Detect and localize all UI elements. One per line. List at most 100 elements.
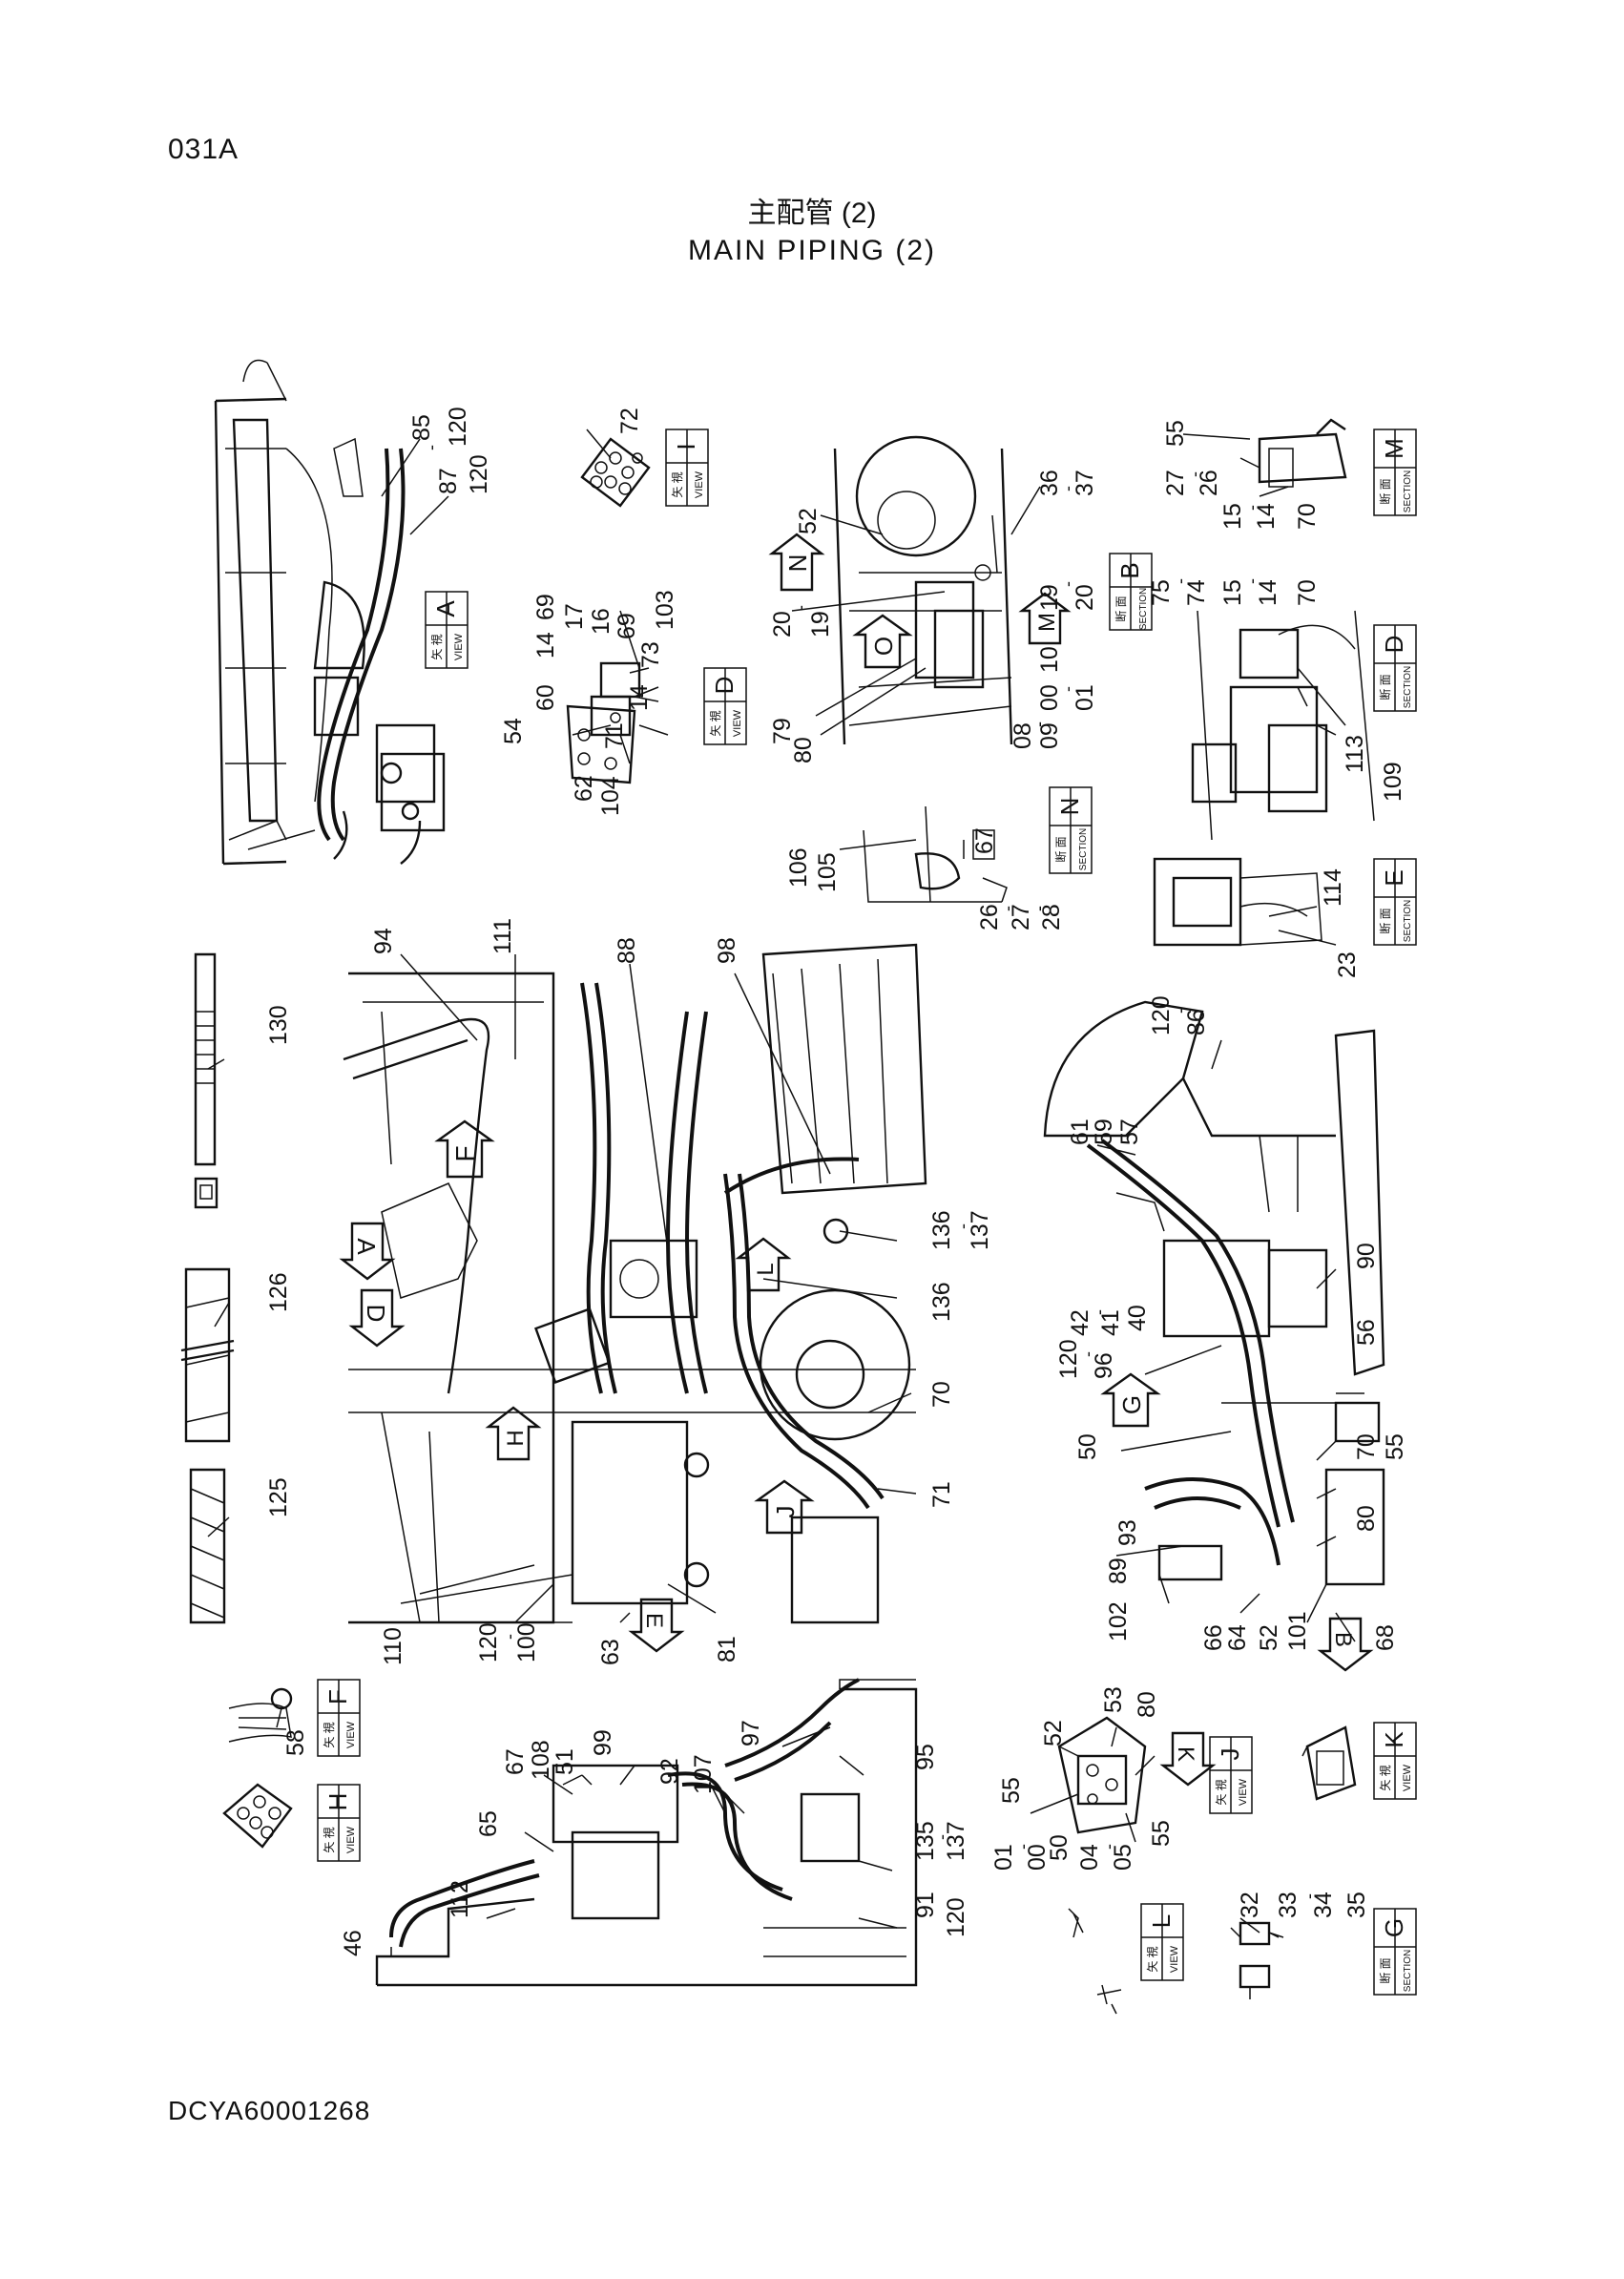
- part-label: 104: [597, 776, 624, 816]
- part-label: 35: [1343, 1892, 1370, 1918]
- svg-text:-: -: [998, 906, 1017, 911]
- svg-text:J: J: [771, 1506, 800, 1518]
- part-label: 58: [282, 1729, 309, 1756]
- part-label: 15: [1219, 503, 1246, 530]
- svg-text:VIEW: VIEW: [732, 709, 743, 737]
- part-label: 87: [435, 468, 462, 494]
- svg-text:矢 視: 矢 視: [322, 1722, 336, 1747]
- part-label: 55: [1162, 420, 1189, 447]
- part-label: 16: [588, 608, 614, 635]
- part-label: 67: [502, 1748, 529, 1775]
- part-label: 62: [571, 775, 597, 802]
- part-label: 88: [614, 937, 640, 964]
- part-label: 120: [1148, 995, 1175, 1035]
- section-b-drawing: [833, 435, 1013, 745]
- part-label: 72: [616, 408, 643, 434]
- document-id: DCYA60001268: [168, 2096, 371, 2125]
- part-label: 19: [807, 611, 834, 638]
- part-label: 92: [656, 1758, 683, 1785]
- part-label: 52: [1256, 1624, 1282, 1651]
- section-g-label: 断 面 SECTION G: [1373, 1908, 1417, 1996]
- svg-text:矢 視: 矢 視: [1145, 1946, 1159, 1972]
- svg-text:G: G: [1117, 1395, 1146, 1414]
- part-label: 37: [1072, 470, 1098, 496]
- svg-text:-: -: [1030, 906, 1049, 911]
- part-label: 135: [912, 1821, 939, 1861]
- part-label: 00: [1036, 684, 1063, 711]
- part-label: 34: [1310, 1892, 1337, 1918]
- svg-text:SECTION: SECTION: [1403, 900, 1413, 942]
- part-label: 80: [1353, 1505, 1380, 1532]
- svg-text:断 面: 断 面: [1053, 836, 1068, 862]
- view-k-label: 矢 視 VIEW K: [1373, 1722, 1417, 1800]
- part-label: 81: [714, 1636, 740, 1662]
- part-label: 53: [1100, 1686, 1127, 1713]
- part-label: 66: [1200, 1624, 1227, 1651]
- part-label: 14: [532, 632, 559, 659]
- view-d-label: 矢 視 VIEW D: [703, 667, 747, 745]
- part-label: 41: [1097, 1309, 1124, 1336]
- svg-text:矢 視: 矢 視: [1378, 1765, 1392, 1790]
- view-l-label: 矢 視 VIEW L: [1140, 1903, 1184, 1981]
- part-label: 80: [790, 737, 817, 763]
- svg-text:矢 視: 矢 視: [429, 634, 444, 659]
- view-d-drawing: [566, 661, 669, 784]
- part-label: 94: [370, 928, 397, 954]
- view-a-drawing: [214, 359, 446, 866]
- part-label: 71: [928, 1481, 955, 1508]
- section-m-label: 断 面 SECTION M: [1373, 429, 1417, 516]
- bottom-machine-view: [375, 1678, 918, 1987]
- svg-text:M: M: [1034, 613, 1060, 632]
- section-d-label: 断 面 SECTION D: [1373, 624, 1417, 712]
- part-number-labels: 85 120 87 120 - - 72 52 36 37 - 20 19 - …: [265, 407, 1408, 1956]
- part-label: 64: [1224, 1624, 1251, 1651]
- part-label: 96: [1091, 1352, 1117, 1379]
- svg-text:-: -: [1058, 581, 1077, 587]
- view-j-label: 矢 視 VIEW J: [1209, 1736, 1253, 1814]
- view-arrow-l: L: [735, 1237, 792, 1292]
- part-label: 04: [1076, 1844, 1103, 1871]
- part-label: 55: [1148, 1820, 1175, 1847]
- part-label: 69: [614, 613, 640, 639]
- part-label: 55: [1382, 1433, 1408, 1460]
- part-label: 01: [1072, 684, 1098, 711]
- part-label: 54: [500, 718, 527, 744]
- svg-text:D: D: [1380, 636, 1408, 654]
- view-h-drawing: [222, 1783, 293, 1849]
- svg-text:D: D: [362, 1305, 390, 1323]
- part-label: 130: [265, 1005, 292, 1045]
- view-k-drawing: [1301, 1725, 1357, 1801]
- part-label: 80: [1134, 1691, 1160, 1718]
- svg-text:-: -: [953, 1223, 972, 1229]
- part-label: 67: [971, 827, 998, 854]
- svg-text:-: -: [1242, 578, 1261, 584]
- part-label: 70: [1294, 579, 1321, 606]
- svg-text:SECTION: SECTION: [1403, 666, 1413, 708]
- part-label: 59: [1091, 1119, 1117, 1145]
- part-label: 91: [912, 1892, 939, 1918]
- part-label: 73: [637, 641, 664, 668]
- svg-text:L: L: [753, 1263, 779, 1275]
- part-label: 65: [475, 1810, 502, 1837]
- part-label: 108: [528, 1740, 554, 1780]
- part-label: 102: [1105, 1601, 1132, 1641]
- part-label: 51: [552, 1748, 578, 1775]
- svg-text:SECTION: SECTION: [1403, 470, 1413, 512]
- part-label: 113: [1342, 735, 1368, 773]
- view-arrow-b: B: [1317, 1617, 1374, 1672]
- svg-text:断 面: 断 面: [1378, 908, 1392, 933]
- svg-text:F: F: [450, 1145, 480, 1161]
- part-label: 14: [626, 684, 653, 711]
- view-h-label: 矢 視 VIEW H: [317, 1784, 361, 1862]
- part-label: 98: [714, 937, 740, 964]
- part-label: 99: [590, 1729, 616, 1756]
- svg-text:M: M: [1380, 438, 1408, 459]
- part-label: 137: [967, 1210, 993, 1250]
- svg-text:J: J: [1216, 1748, 1244, 1761]
- svg-text:VIEW: VIEW: [1238, 1778, 1249, 1806]
- part-label: 27: [1008, 904, 1034, 930]
- svg-text:断 面: 断 面: [1378, 478, 1392, 504]
- part-label: 74: [1183, 579, 1210, 606]
- svg-text:-: -: [1171, 578, 1190, 584]
- part-label: 36: [1036, 470, 1063, 496]
